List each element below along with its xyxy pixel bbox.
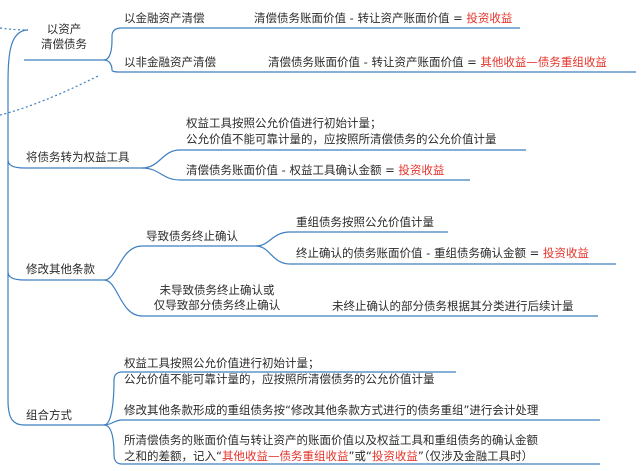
combination-measure-line2: 公允价值不能可靠计量的，应按照所清偿债务的公允价值计量 xyxy=(124,372,435,386)
result-derecognized-investment-income: 投资收益 xyxy=(542,246,589,260)
trunk-branch xyxy=(7,271,25,281)
formula-financial-text: 清偿债务账面价值 - 转让资产账面价值 = xyxy=(254,11,463,25)
trunk-line xyxy=(7,29,29,426)
formula-derecognized: 终止确认的债务账面价值 - 重组债务确认金额 = 投资收益 xyxy=(296,246,589,261)
combination-measure-line1: 权益工具按照公允价值进行初始计量； xyxy=(124,356,320,370)
diff-line2-part-c: ”（仅涉及金融工具时） xyxy=(417,449,534,463)
node-equity-conversion: 将债务转为权益工具 xyxy=(26,150,130,164)
node-not-derecognized-line2: 仅导致部分债务终止确认 xyxy=(153,298,281,312)
result-investment-income: 投资收益 xyxy=(466,11,513,25)
node-non-financial-asset: 以非金融资产清偿 xyxy=(124,55,216,69)
node-asset-settlement: 以资产 清偿债务 xyxy=(34,22,94,52)
trunk-branch xyxy=(7,159,25,169)
diff-other-income: 其他收益—债务重组收益 xyxy=(221,449,349,463)
equity-measure-line1: 权益工具按照公允价值进行初始计量； xyxy=(186,116,382,130)
combination-diff-line2: 之和的差额，记入“其他收益—债务重组收益”或“投资收益”（仅涉及金融工具时） xyxy=(124,449,533,464)
diff-investment-income: 投资收益 xyxy=(371,449,418,463)
formula-equity-text: 清偿债务账面价值 - 权益工具确认金额 = xyxy=(186,163,395,177)
node-combination: 组合方式 xyxy=(26,408,72,422)
node-not-derecognized-line1: 未导致债务终止确认或 xyxy=(159,283,275,297)
node-asset-settlement-line2: 清偿债务 xyxy=(41,37,87,51)
node-not-derecognized: 未导致债务终止确认或 仅导致部分债务终止确认 xyxy=(142,283,292,313)
equity-measure-line2: 公允价值不能可靠计量的，应按照所清偿债务的公允价值计量 xyxy=(186,132,497,146)
node-asset-settlement-line1: 以资产 xyxy=(46,22,82,36)
formula-non-financial: 清偿债务账面价值 - 转让资产账面价值 = 其他收益—债务重组收益 xyxy=(268,55,607,70)
diff-line2-part-b: ”或“ xyxy=(348,449,372,463)
formula-equity: 清偿债务账面价值 - 权益工具确认金额 = 投资收益 xyxy=(186,163,444,178)
dotted-connector xyxy=(0,74,101,116)
dotted-connector xyxy=(0,27,29,31)
node-modify-terms: 修改其他条款 xyxy=(26,262,95,276)
result-other-income: 其他收益—债务重组收益 xyxy=(480,55,607,69)
node-derecognized: 导致债务终止确认 xyxy=(146,229,238,243)
formula-non-financial-text: 清偿债务账面价值 - 转让资产账面价值 = xyxy=(268,55,477,69)
combination-diff-line1: 所清偿债务的账面价值与转让资产的账面价值以及权益工具和重组债务的确认金额 xyxy=(124,433,538,447)
formula-financial: 清偿债务账面价值 - 转让资产账面价值 = 投资收益 xyxy=(254,11,512,26)
not-derecognized-text: 未终止确认的部分债务根据其分类进行后续计量 xyxy=(332,299,574,313)
result-equity-investment-income: 投资收益 xyxy=(398,163,445,177)
combination-modified-terms: 修改其他条款形成的重组债务按“修改其他条款方式进行的债务重组”进行会计处理 xyxy=(124,403,539,417)
formula-derecognized-text: 终止确认的债务账面价值 - 重组债务确认金额 = xyxy=(296,246,540,260)
node-financial-asset: 以金融资产清偿 xyxy=(124,11,205,25)
diff-line2-part-a: 之和的差额，记入“ xyxy=(124,449,222,463)
derecognized-measure: 重组债务按照公允价值计量 xyxy=(296,215,434,229)
